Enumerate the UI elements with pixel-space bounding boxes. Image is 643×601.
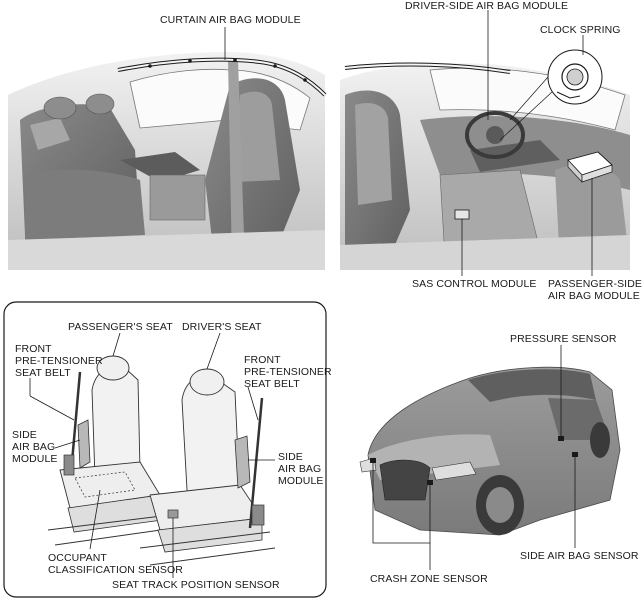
front-pretensioner-left-line3: SEAT BELT <box>15 367 71 379</box>
driver-airbag-label: DRIVER-SIDE AIR BAG MODULE <box>405 0 569 12</box>
crash-zone-sensor-label: CRASH ZONE SENSOR <box>370 573 488 585</box>
side-airbag-left-label: SIDE AIR BAG MODULE <box>12 429 58 465</box>
front-pretensioner-right-label: FRONT PRE-TENSIONER SEAT BELT <box>244 354 332 390</box>
front-pretensioner-right-line2: PRE-TENSIONER <box>244 366 332 378</box>
front-pretensioner-left-line2: PRE-TENSIONER <box>15 355 103 367</box>
front-pretensioner-left-line1: FRONT <box>15 343 52 355</box>
front-pretensioner-right-line1: FRONT <box>244 354 281 366</box>
side-airbag-left-line3: MODULE <box>12 453 58 465</box>
curtain-airbag-label: CURTAIN AIR BAG MODULE <box>160 14 301 26</box>
passengers-seat-drawing <box>47 355 176 546</box>
passenger-airbag-label: PASSENGER-SIDE AIR BAG MODULE <box>548 278 642 302</box>
side-airbag-sensor-label: SIDE AIR BAG SENSOR <box>520 550 639 562</box>
passenger-airbag-label-line1: PASSENGER-SIDE <box>548 278 642 290</box>
side-airbag-left-line1: SIDE <box>12 429 37 441</box>
side-airbag-right-line3: MODULE <box>278 475 324 487</box>
side-airbag-left-line2: AIR BAG <box>12 441 56 453</box>
rear-interior-illustration <box>8 27 327 270</box>
side-airbag-right-line2: AIR BAG <box>278 463 322 475</box>
occupant-sensor-line1: OCCUPANT <box>48 552 107 564</box>
occupant-sensor-line2: CLASSIFICATION SENSOR <box>48 564 183 576</box>
drivers-seat-drawing <box>139 368 276 566</box>
side-airbag-right-label: SIDE AIR BAG MODULE <box>278 451 324 487</box>
side-airbag-right-line1: SIDE <box>278 451 303 463</box>
passenger-airbag-label-line2: AIR BAG MODULE <box>548 290 640 302</box>
front-pretensioner-right-line3: SEAT BELT <box>244 378 300 390</box>
drivers-seat-label: DRIVER'S SEAT <box>182 321 262 333</box>
clock-spring-label: CLOCK SPRING <box>540 24 621 36</box>
occupant-sensor-label: OCCUPANT CLASSIFICATION SENSOR <box>48 552 183 576</box>
vehicle-exterior-illustration <box>359 345 621 570</box>
passengers-seat-label: PASSENGER'S SEAT <box>68 321 173 333</box>
seat-track-sensor-label: SEAT TRACK POSITION SENSOR <box>112 579 280 591</box>
seats-illustration <box>3 301 327 598</box>
front-cockpit-illustration <box>340 10 630 276</box>
pressure-sensor-label: PRESSURE SENSOR <box>510 333 617 345</box>
sas-control-label: SAS CONTROL MODULE <box>412 278 537 290</box>
front-pretensioner-left-label: FRONT PRE-TENSIONER SEAT BELT <box>15 343 103 379</box>
